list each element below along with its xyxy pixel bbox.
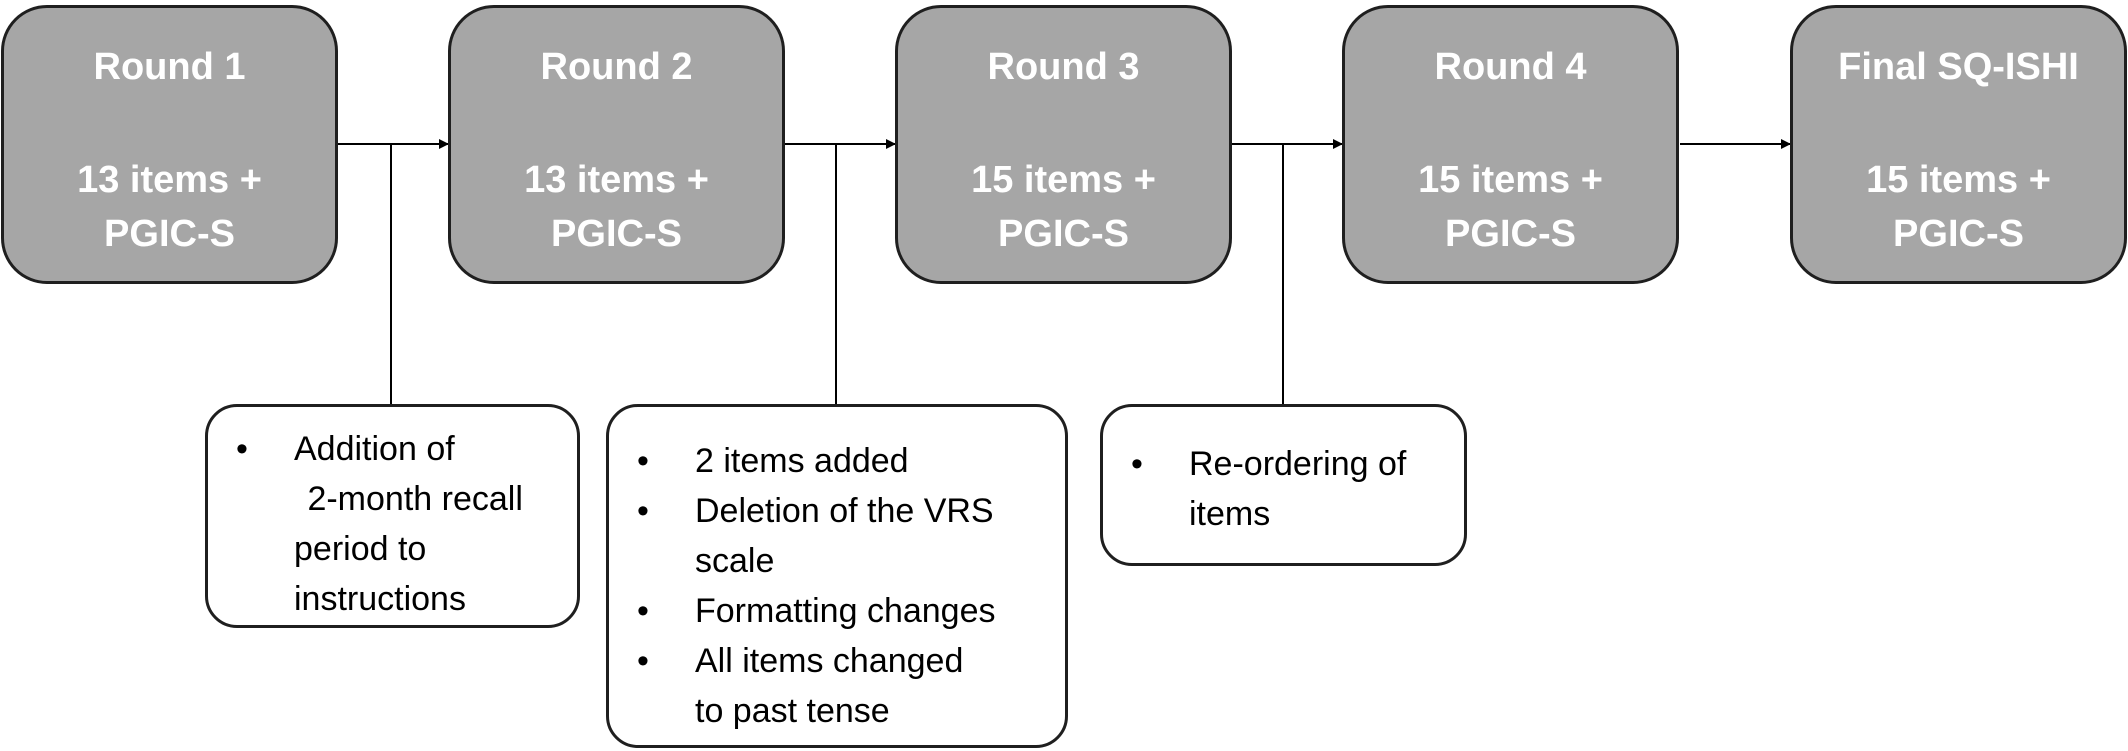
stage-round-3: Round 3 15 items + PGIC-S [895,5,1232,284]
stage-items: 15 items + [1418,159,1603,201]
change-note-3: Re-ordering of items [1100,404,1467,566]
stage-round-1: Round 1 13 items + PGIC-S [1,5,338,284]
stage-title: Round 4 [1434,46,1587,88]
stage-items: 13 items + [77,159,262,201]
stage-items: 13 items + [524,159,709,201]
change-note-1: Addition of 2-month recall period to ins… [205,404,580,628]
change-item: 2 items added [609,436,1065,486]
change-item: Re-ordering of items [1103,439,1464,539]
change-item: Deletion of the VRS scale [609,486,1065,586]
stage-title: Final SQ-ISHI [1838,46,2079,88]
stage-pgic: PGIC-S [1445,213,1576,255]
stage-pgic: PGIC-S [1893,213,2024,255]
stage-final-sq-ishi: Final SQ-ISHI 15 items + PGIC-S [1790,5,2127,284]
stage-title: Round 1 [93,46,246,88]
stage-round-2: Round 2 13 items + PGIC-S [448,5,785,284]
stage-items: 15 items + [1866,159,2051,201]
change-list: 2 items added Deletion of the VRS scale … [609,436,1065,736]
change-item: Formatting changes [609,586,1065,636]
stage-items: 15 items + [971,159,1156,201]
stage-pgic: PGIC-S [551,213,682,255]
stage-pgic: PGIC-S [998,213,1129,255]
stage-title: Round 3 [987,46,1140,88]
stage-title: Round 2 [540,46,693,88]
change-list: Re-ordering of items [1103,439,1464,539]
change-list: Addition of 2-month recall period to ins… [208,424,577,624]
change-item: Addition of 2-month recall period to ins… [208,424,577,624]
stage-pgic: PGIC-S [104,213,235,255]
stage-round-4: Round 4 15 items + PGIC-S [1342,5,1679,284]
change-note-2: 2 items added Deletion of the VRS scale … [606,404,1068,748]
change-item: All items changed to past tense [609,636,1065,736]
